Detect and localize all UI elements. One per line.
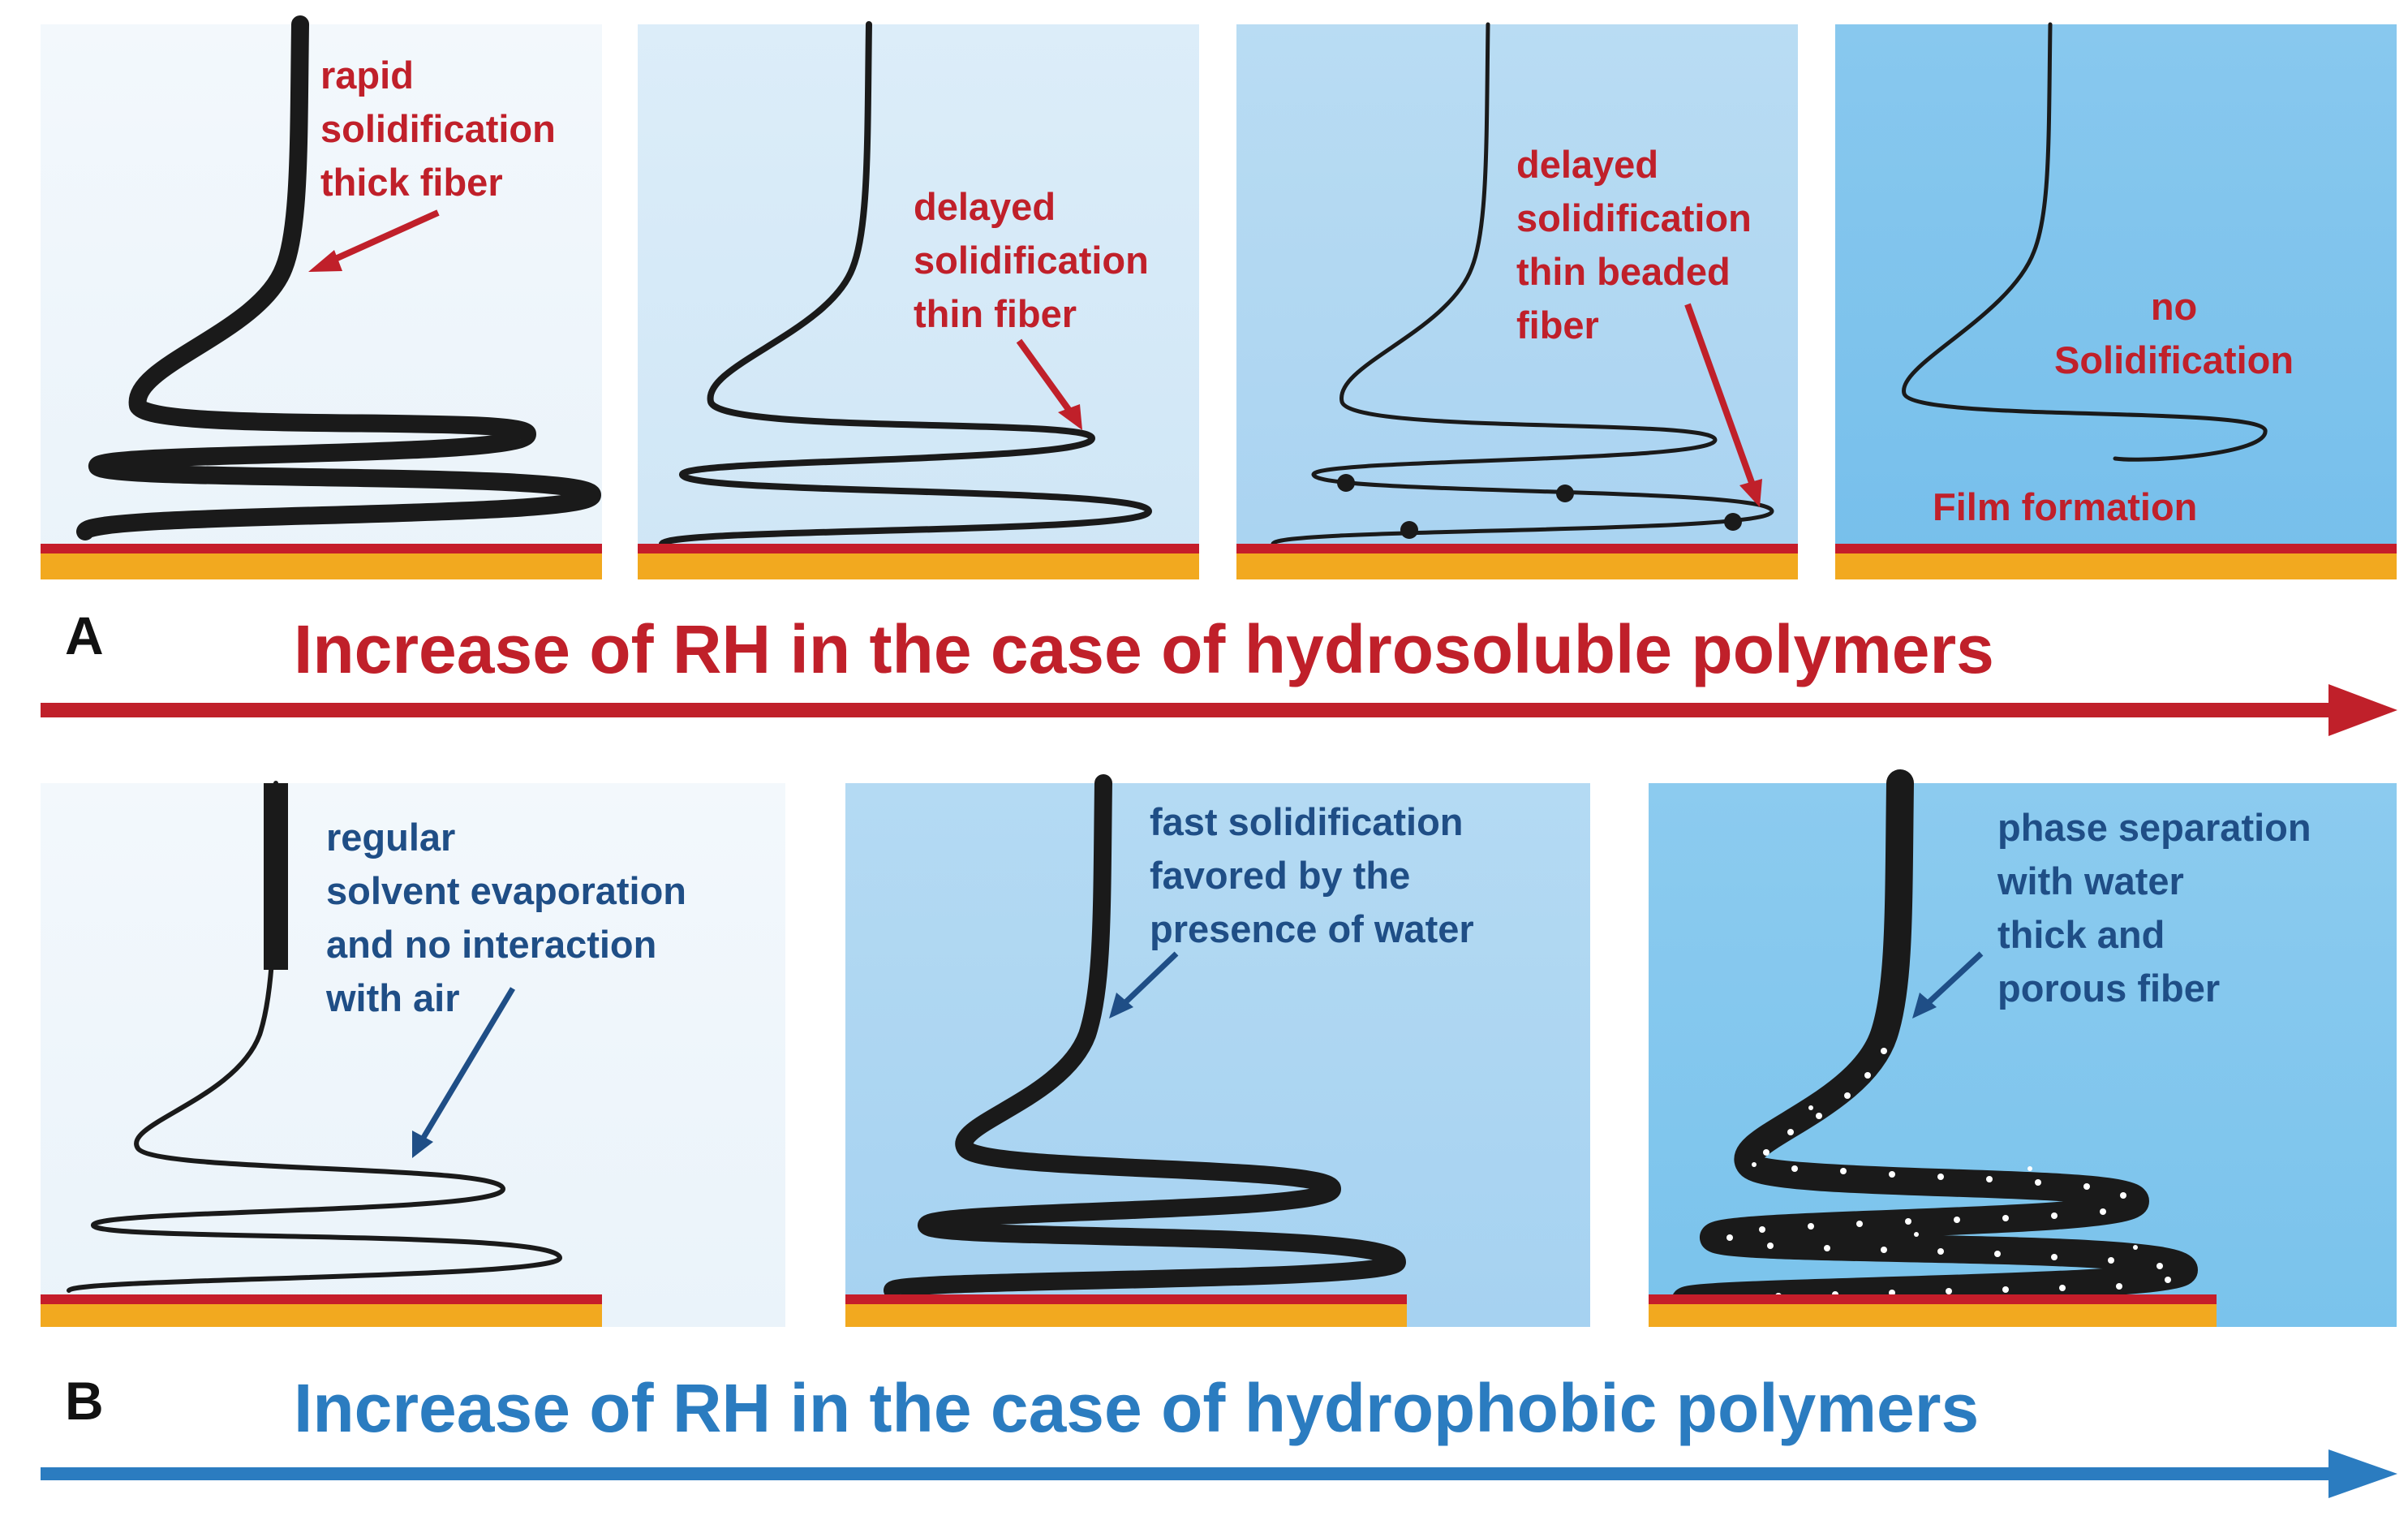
- panel-a2: delayed solidification thin fiber: [638, 21, 1199, 579]
- fiber-beaded-coil: [1271, 22, 1774, 546]
- fiber-unsolidified: [1902, 22, 2268, 462]
- fiber-beads: [1337, 474, 1742, 539]
- panel-a2-label: delayed solidification thin fiber: [914, 185, 1149, 335]
- panel-b1-label: regular solvent evaporation and no inter…: [326, 816, 686, 1019]
- panel-a4-footer: Film formation: [1933, 485, 2198, 528]
- substrate: [1236, 544, 1798, 579]
- panel-b3: phase separation with water thick and po…: [1649, 769, 2397, 1327]
- section-letter-a: A: [65, 605, 104, 665]
- fiber-thick-coil: [884, 774, 1407, 1299]
- banner-hydrosoluble: Increase of RH in the case of hydrosolub…: [294, 611, 1994, 687]
- panel-b1: regular solvent evaporation and no inter…: [41, 781, 785, 1327]
- fiber-thin-coil: [659, 21, 1153, 547]
- arrow-pointer: [1912, 951, 1984, 1019]
- arrow-pointer: [308, 209, 440, 272]
- fiber-thin-coil: [67, 781, 563, 1293]
- arrow-pointer: [1684, 303, 1762, 507]
- panel-a3: delayed solidification thin beaded fiber: [1236, 22, 1798, 579]
- arrow-pointer: [1109, 951, 1179, 1019]
- substrate: [638, 544, 1199, 579]
- panel-a1: rapid solidification thick fiber: [41, 15, 602, 579]
- section-letter-b: B: [65, 1371, 104, 1431]
- panel-a1-label: rapid solidification thick fiber: [320, 54, 556, 204]
- arrow-pointer: [412, 987, 516, 1158]
- panel-a4: no Solidification Film formation: [1835, 22, 2397, 579]
- banner-hydrophobic: Increase of RH in the case of hydrophobi…: [294, 1370, 1980, 1446]
- panel-b3-label: phase separation with water thick and po…: [1997, 806, 2311, 1010]
- panel-a3-label: delayed solidification thin beaded fiber: [1516, 143, 1752, 347]
- substrate: [1835, 544, 2397, 579]
- substrate: [41, 544, 602, 579]
- substrate: [41, 1294, 602, 1327]
- arrow-pointer: [1016, 338, 1082, 430]
- fiber-thick-coil: [76, 15, 601, 541]
- substrate: [845, 1294, 1407, 1327]
- panel-a4-label: no Solidification: [2054, 285, 2294, 381]
- panel-b2: fast solidification favored by the prese…: [845, 774, 1590, 1327]
- substrate: [1649, 1294, 2217, 1327]
- panel-b2-label: fast solidification favored by the prese…: [1150, 800, 1474, 950]
